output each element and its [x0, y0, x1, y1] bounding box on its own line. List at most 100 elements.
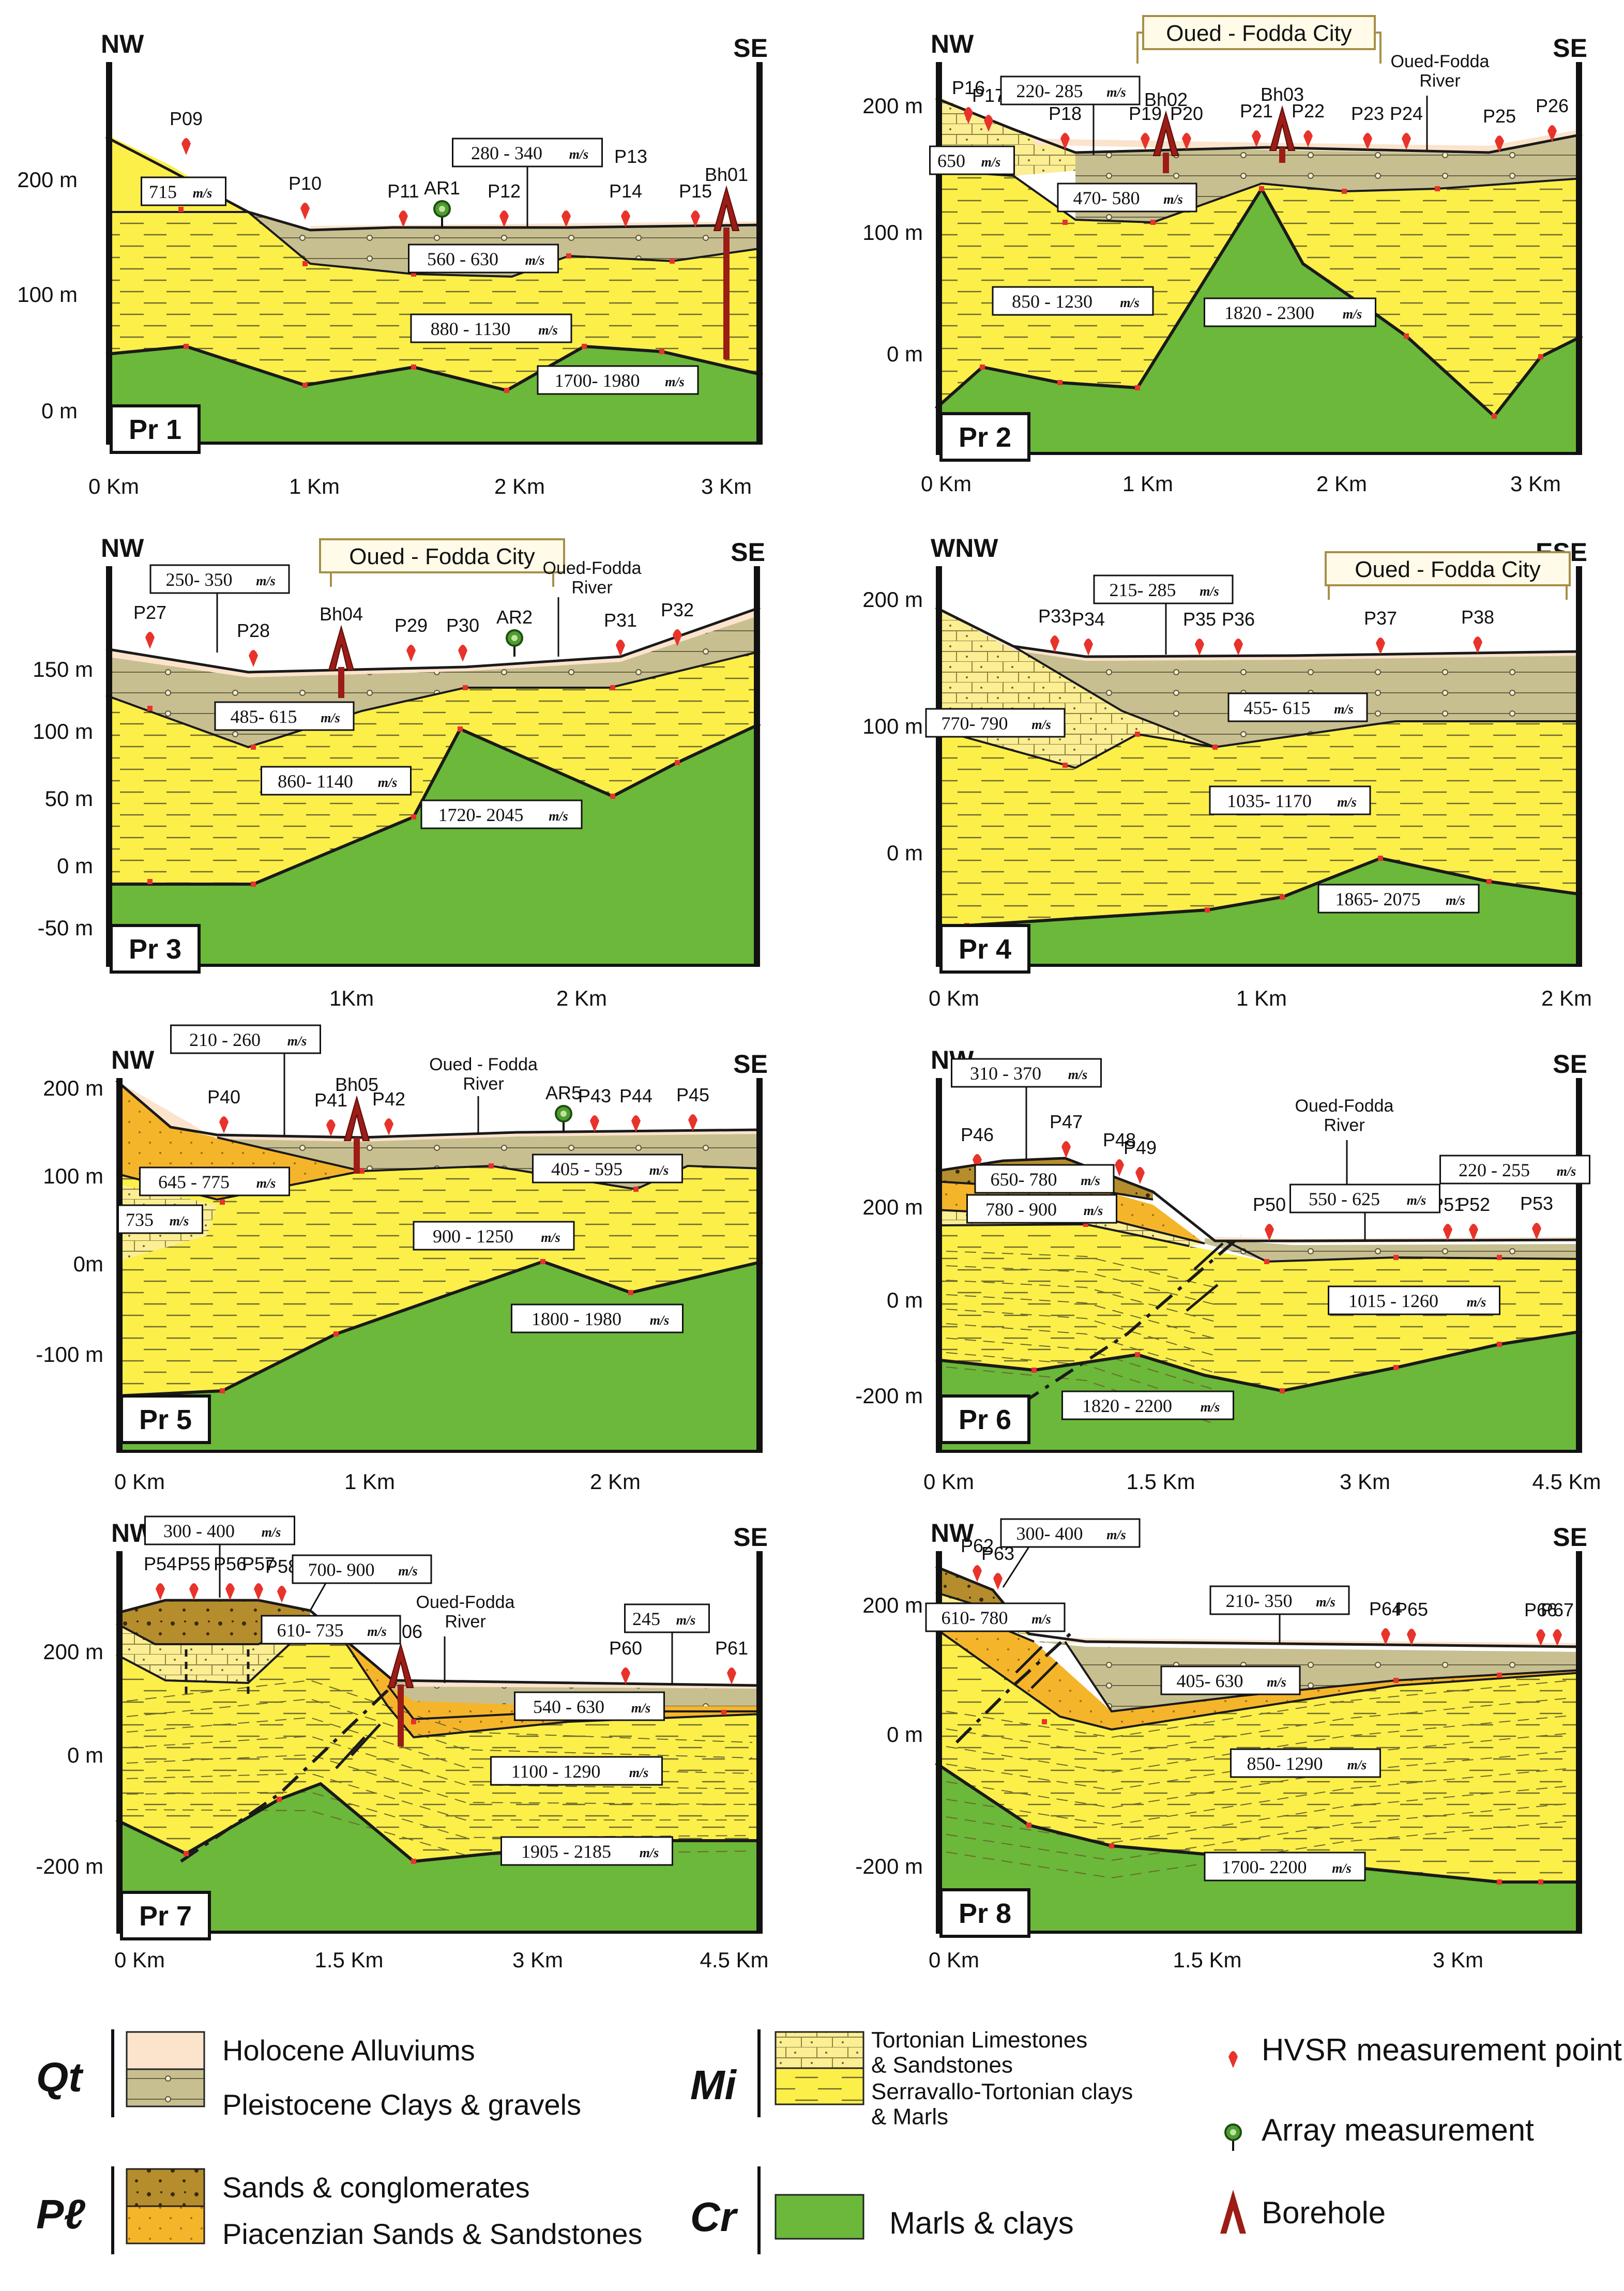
- velocity-unit: m/s: [538, 323, 558, 338]
- velocity-value: 250- 350: [166, 569, 233, 590]
- hvsr-marker-icon: [1182, 133, 1191, 150]
- velocity-value: 560 - 630: [427, 249, 498, 269]
- legend-label-serravallo: Serravallo-Tortonian clays& Marls: [871, 2079, 1133, 2129]
- x-tick-label: 4.5 Km: [700, 1948, 768, 1972]
- hvsr-marker: P53: [1520, 1193, 1553, 1240]
- bedding-line: [946, 1338, 1216, 1390]
- bedding-line: [126, 1754, 753, 1805]
- velocity-unit: m/s: [649, 1163, 669, 1178]
- panel-baseline: [116, 1450, 763, 1453]
- contact-point: [659, 349, 664, 354]
- panel-right-bar: [1576, 1551, 1582, 1934]
- velocity-box: 880 - 1130 m/s: [410, 313, 572, 343]
- contact-point: [302, 261, 308, 266]
- hvsr-marker: P14: [609, 180, 642, 227]
- velocity-box-frame: [1230, 1748, 1381, 1778]
- orientation-left: NW: [931, 29, 974, 58]
- hvsr-marker: P35: [1183, 609, 1216, 656]
- point-label: P26: [1536, 95, 1569, 116]
- contact-point: [220, 1388, 225, 1393]
- panel-baseline: [106, 964, 760, 967]
- velocity-unit: m/s: [378, 775, 398, 790]
- point-label: P35: [1183, 609, 1216, 630]
- velocity-box-frame: [1057, 183, 1197, 213]
- velocity-value: 280 - 340: [471, 143, 542, 163]
- point-label: P64: [1369, 1598, 1402, 1619]
- point-label: P61: [715, 1637, 748, 1659]
- contact-point: [302, 383, 308, 388]
- borehole-label: Bh03: [1261, 84, 1304, 105]
- velocity-box-frame: [1209, 785, 1371, 815]
- point-label: P47: [1050, 1111, 1083, 1132]
- y-tick-label: -100 m: [36, 1342, 103, 1367]
- velocity-unit: m/s: [262, 1525, 281, 1540]
- velocity-unit: m/s: [1332, 1861, 1352, 1876]
- layer-marls: [106, 724, 760, 967]
- y-tick-label: 100 m: [17, 282, 78, 307]
- velocity-unit: m/s: [981, 155, 1001, 170]
- hvsr-marker: P37: [1364, 608, 1397, 655]
- hvsr-marker: P49: [1124, 1137, 1157, 1184]
- point-label: P12: [488, 180, 521, 202]
- hvsr-marker-icon: [631, 1115, 641, 1132]
- panel-baseline: [116, 1931, 763, 1934]
- hvsr-marker-icon: [984, 115, 993, 132]
- velocity-box-frame: [1317, 884, 1480, 914]
- panel-left-bar: [936, 1551, 942, 1934]
- velocity-unit: m/s: [256, 573, 276, 588]
- hvsr-marker: P67: [1541, 1599, 1574, 1646]
- legend-label-holocene: Holocene Alluviums: [222, 2034, 475, 2067]
- hvsr-marker-icon: [688, 1114, 697, 1131]
- hvsr-marker-icon: [1547, 125, 1557, 142]
- legend-swatch-tortonian: [775, 2031, 864, 2069]
- x-tick-label: 1Km: [329, 986, 374, 1010]
- hvsr-marker-icon: [1084, 639, 1093, 656]
- velocity-value: 220 - 255: [1459, 1160, 1530, 1180]
- velocity-unit: m/s: [1267, 1675, 1286, 1690]
- hvsr-marker-icon: [219, 1116, 229, 1133]
- velocity-value: 210- 350: [1226, 1590, 1293, 1611]
- panel-baseline: [936, 1931, 1582, 1934]
- orientation-right: SE: [1553, 34, 1587, 63]
- x-tick-label: 3 Km: [1510, 472, 1561, 496]
- x-tick-label: 1.5 Km: [1126, 1469, 1195, 1494]
- hvsr-marker: P24: [1390, 103, 1423, 150]
- velocity-unit: m/s: [541, 1230, 560, 1245]
- x-tick-label: 0 Km: [929, 986, 979, 1010]
- fault-arrow: [1193, 1242, 1224, 1270]
- legend-label-tortonian: Tortonian Limestones& Sandstones: [871, 2027, 1087, 2077]
- city-label-box: [1325, 551, 1571, 586]
- velocity-box-frame: [1000, 75, 1141, 105]
- contact-point: [178, 207, 184, 212]
- contact-line: [106, 211, 763, 278]
- borehole-shaft: [723, 227, 730, 359]
- hvsr-marker: P18: [1049, 103, 1082, 150]
- velocity-value: 1905 - 2185: [521, 1841, 611, 1862]
- contact-line: [935, 1628, 1583, 1731]
- velocity-value: 405 - 595: [551, 1159, 623, 1179]
- city-marker: Oued - Fodda City: [319, 538, 565, 587]
- velocity-value: 880 - 1130: [431, 318, 511, 339]
- panel-id: Pr 5: [139, 1404, 192, 1435]
- velocity-unit: m/s: [1557, 1164, 1576, 1179]
- point-label: P36: [1222, 609, 1255, 630]
- point-label: P52: [1457, 1194, 1490, 1215]
- fault-arrow: [351, 1723, 381, 1756]
- contact-point: [1135, 385, 1140, 390]
- hvsr-marker-icon: [156, 1583, 165, 1600]
- velocity-value: 650- 780: [991, 1169, 1057, 1190]
- hvsr-marker-icon: [406, 645, 416, 662]
- point-label: P33: [1038, 605, 1071, 627]
- x-tick-label: 0 Km: [921, 472, 972, 496]
- surface-line: [105, 135, 763, 232]
- borehole-shaft: [354, 1137, 360, 1174]
- velocity-box: 250- 350 m/s: [149, 564, 290, 594]
- velocity-unit: m/s: [1031, 1612, 1051, 1627]
- point-label: P18: [1049, 103, 1082, 124]
